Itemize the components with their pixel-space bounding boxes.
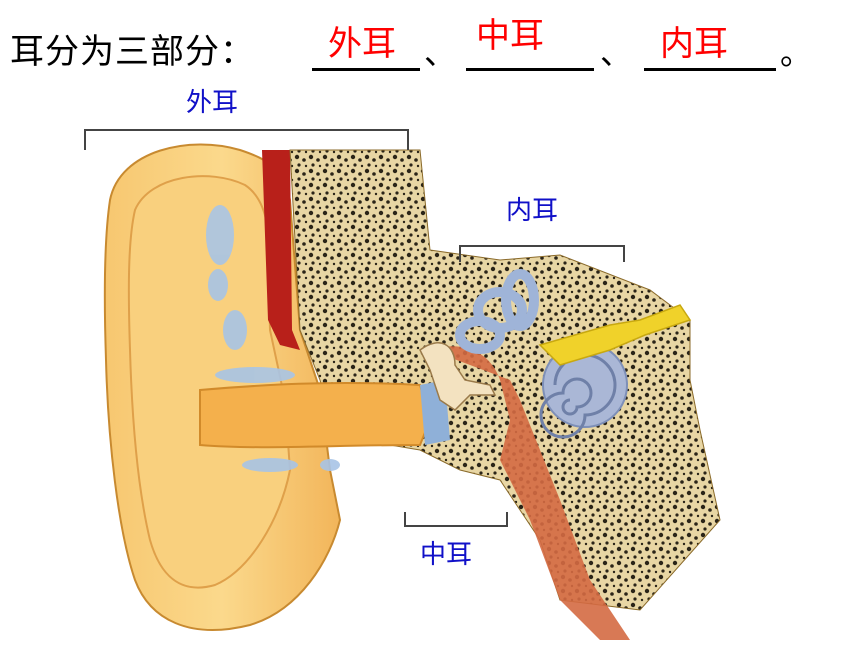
blank-3 — [644, 68, 776, 71]
inner-ear — [455, 269, 539, 354]
answer-middle-ear: 中耳 — [476, 16, 544, 56]
bracket-middle-ear — [404, 512, 508, 527]
ossicles — [419, 342, 497, 411]
ear-canal — [199, 381, 432, 449]
label-middle-ear: 中耳 — [420, 540, 473, 570]
separator-1: 、 — [424, 34, 457, 72]
answer-outer-ear: 外耳 — [328, 24, 396, 64]
blank-2 — [466, 68, 594, 71]
end-mark: 。 — [780, 34, 813, 72]
bracket-outer-ear — [84, 129, 409, 150]
label-inner-ear: 内耳 — [506, 196, 559, 226]
middle-ear-cavity — [430, 346, 630, 640]
blank-1 — [312, 68, 420, 71]
auditory-nerve — [538, 304, 692, 366]
separator-2: 、 — [600, 34, 633, 72]
answer-inner-ear: 内耳 — [660, 24, 728, 64]
question-prompt: 耳分为三部分： — [10, 32, 255, 72]
question-line: 耳分为三部分： 外耳 、 中耳 、 内耳 。 — [0, 0, 860, 80]
bracket-inner-ear — [459, 245, 625, 262]
label-outer-ear: 外耳 — [186, 88, 239, 118]
